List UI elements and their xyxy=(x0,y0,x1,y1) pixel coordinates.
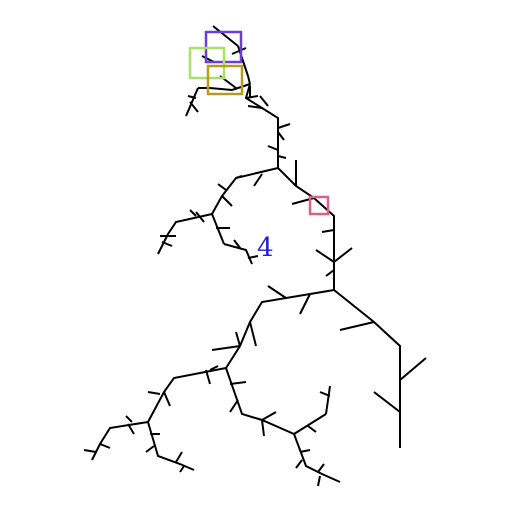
branch xyxy=(231,47,247,55)
branch xyxy=(225,367,295,435)
branch xyxy=(195,211,205,223)
branch xyxy=(187,95,197,99)
branch xyxy=(229,399,239,413)
branch xyxy=(307,425,317,433)
branch xyxy=(147,391,161,395)
branch xyxy=(325,269,335,277)
branch xyxy=(212,25,239,47)
branch xyxy=(229,381,247,385)
branch xyxy=(277,155,287,159)
branch xyxy=(209,365,219,371)
branch xyxy=(179,465,185,473)
branch xyxy=(235,331,241,347)
branch xyxy=(249,321,257,347)
branch xyxy=(317,475,321,487)
branch xyxy=(99,443,111,449)
branch xyxy=(185,87,199,117)
branch xyxy=(217,183,227,191)
branch xyxy=(147,367,227,423)
branch xyxy=(321,229,335,233)
pink-square-marker xyxy=(308,195,330,216)
branch xyxy=(339,321,375,331)
branch xyxy=(277,131,285,141)
branch xyxy=(163,391,171,407)
branch xyxy=(211,345,241,351)
branch xyxy=(189,209,197,217)
branch xyxy=(125,415,133,423)
branch xyxy=(205,369,211,385)
figure-label: 4 xyxy=(257,233,274,263)
branch xyxy=(247,75,251,85)
branch xyxy=(299,449,311,453)
branch-lower-right xyxy=(333,289,401,448)
branch xyxy=(261,419,265,437)
branch xyxy=(315,249,335,263)
branch xyxy=(223,243,253,265)
branch xyxy=(317,463,325,473)
branch-lower-left xyxy=(225,289,335,369)
branch xyxy=(293,413,327,435)
branch xyxy=(253,173,263,187)
branch xyxy=(247,255,259,259)
branch xyxy=(147,421,195,471)
branch xyxy=(221,195,233,207)
branch xyxy=(157,213,213,255)
branch-left-arm xyxy=(211,167,279,215)
branch xyxy=(235,175,243,179)
branch-right-stem xyxy=(277,167,335,290)
branch xyxy=(293,433,341,483)
branch xyxy=(175,451,183,463)
tree-branches xyxy=(83,25,427,487)
branch xyxy=(233,239,241,249)
olive-square-marker xyxy=(206,64,244,96)
branch xyxy=(189,101,199,113)
branch xyxy=(399,357,427,381)
branch xyxy=(319,391,331,397)
branch xyxy=(245,95,259,99)
branch xyxy=(261,411,277,421)
branch xyxy=(209,87,233,91)
branch xyxy=(277,123,291,129)
branch xyxy=(247,105,263,109)
branch xyxy=(259,95,269,107)
branch xyxy=(83,449,97,453)
branch xyxy=(299,293,311,315)
branch xyxy=(91,421,149,461)
branch xyxy=(127,423,135,435)
branch xyxy=(161,241,173,247)
branch xyxy=(373,391,401,413)
branch xyxy=(267,285,287,299)
branch xyxy=(295,459,303,469)
branch xyxy=(325,385,331,415)
branch xyxy=(333,247,353,263)
branch xyxy=(267,145,279,151)
branch xyxy=(145,445,155,453)
